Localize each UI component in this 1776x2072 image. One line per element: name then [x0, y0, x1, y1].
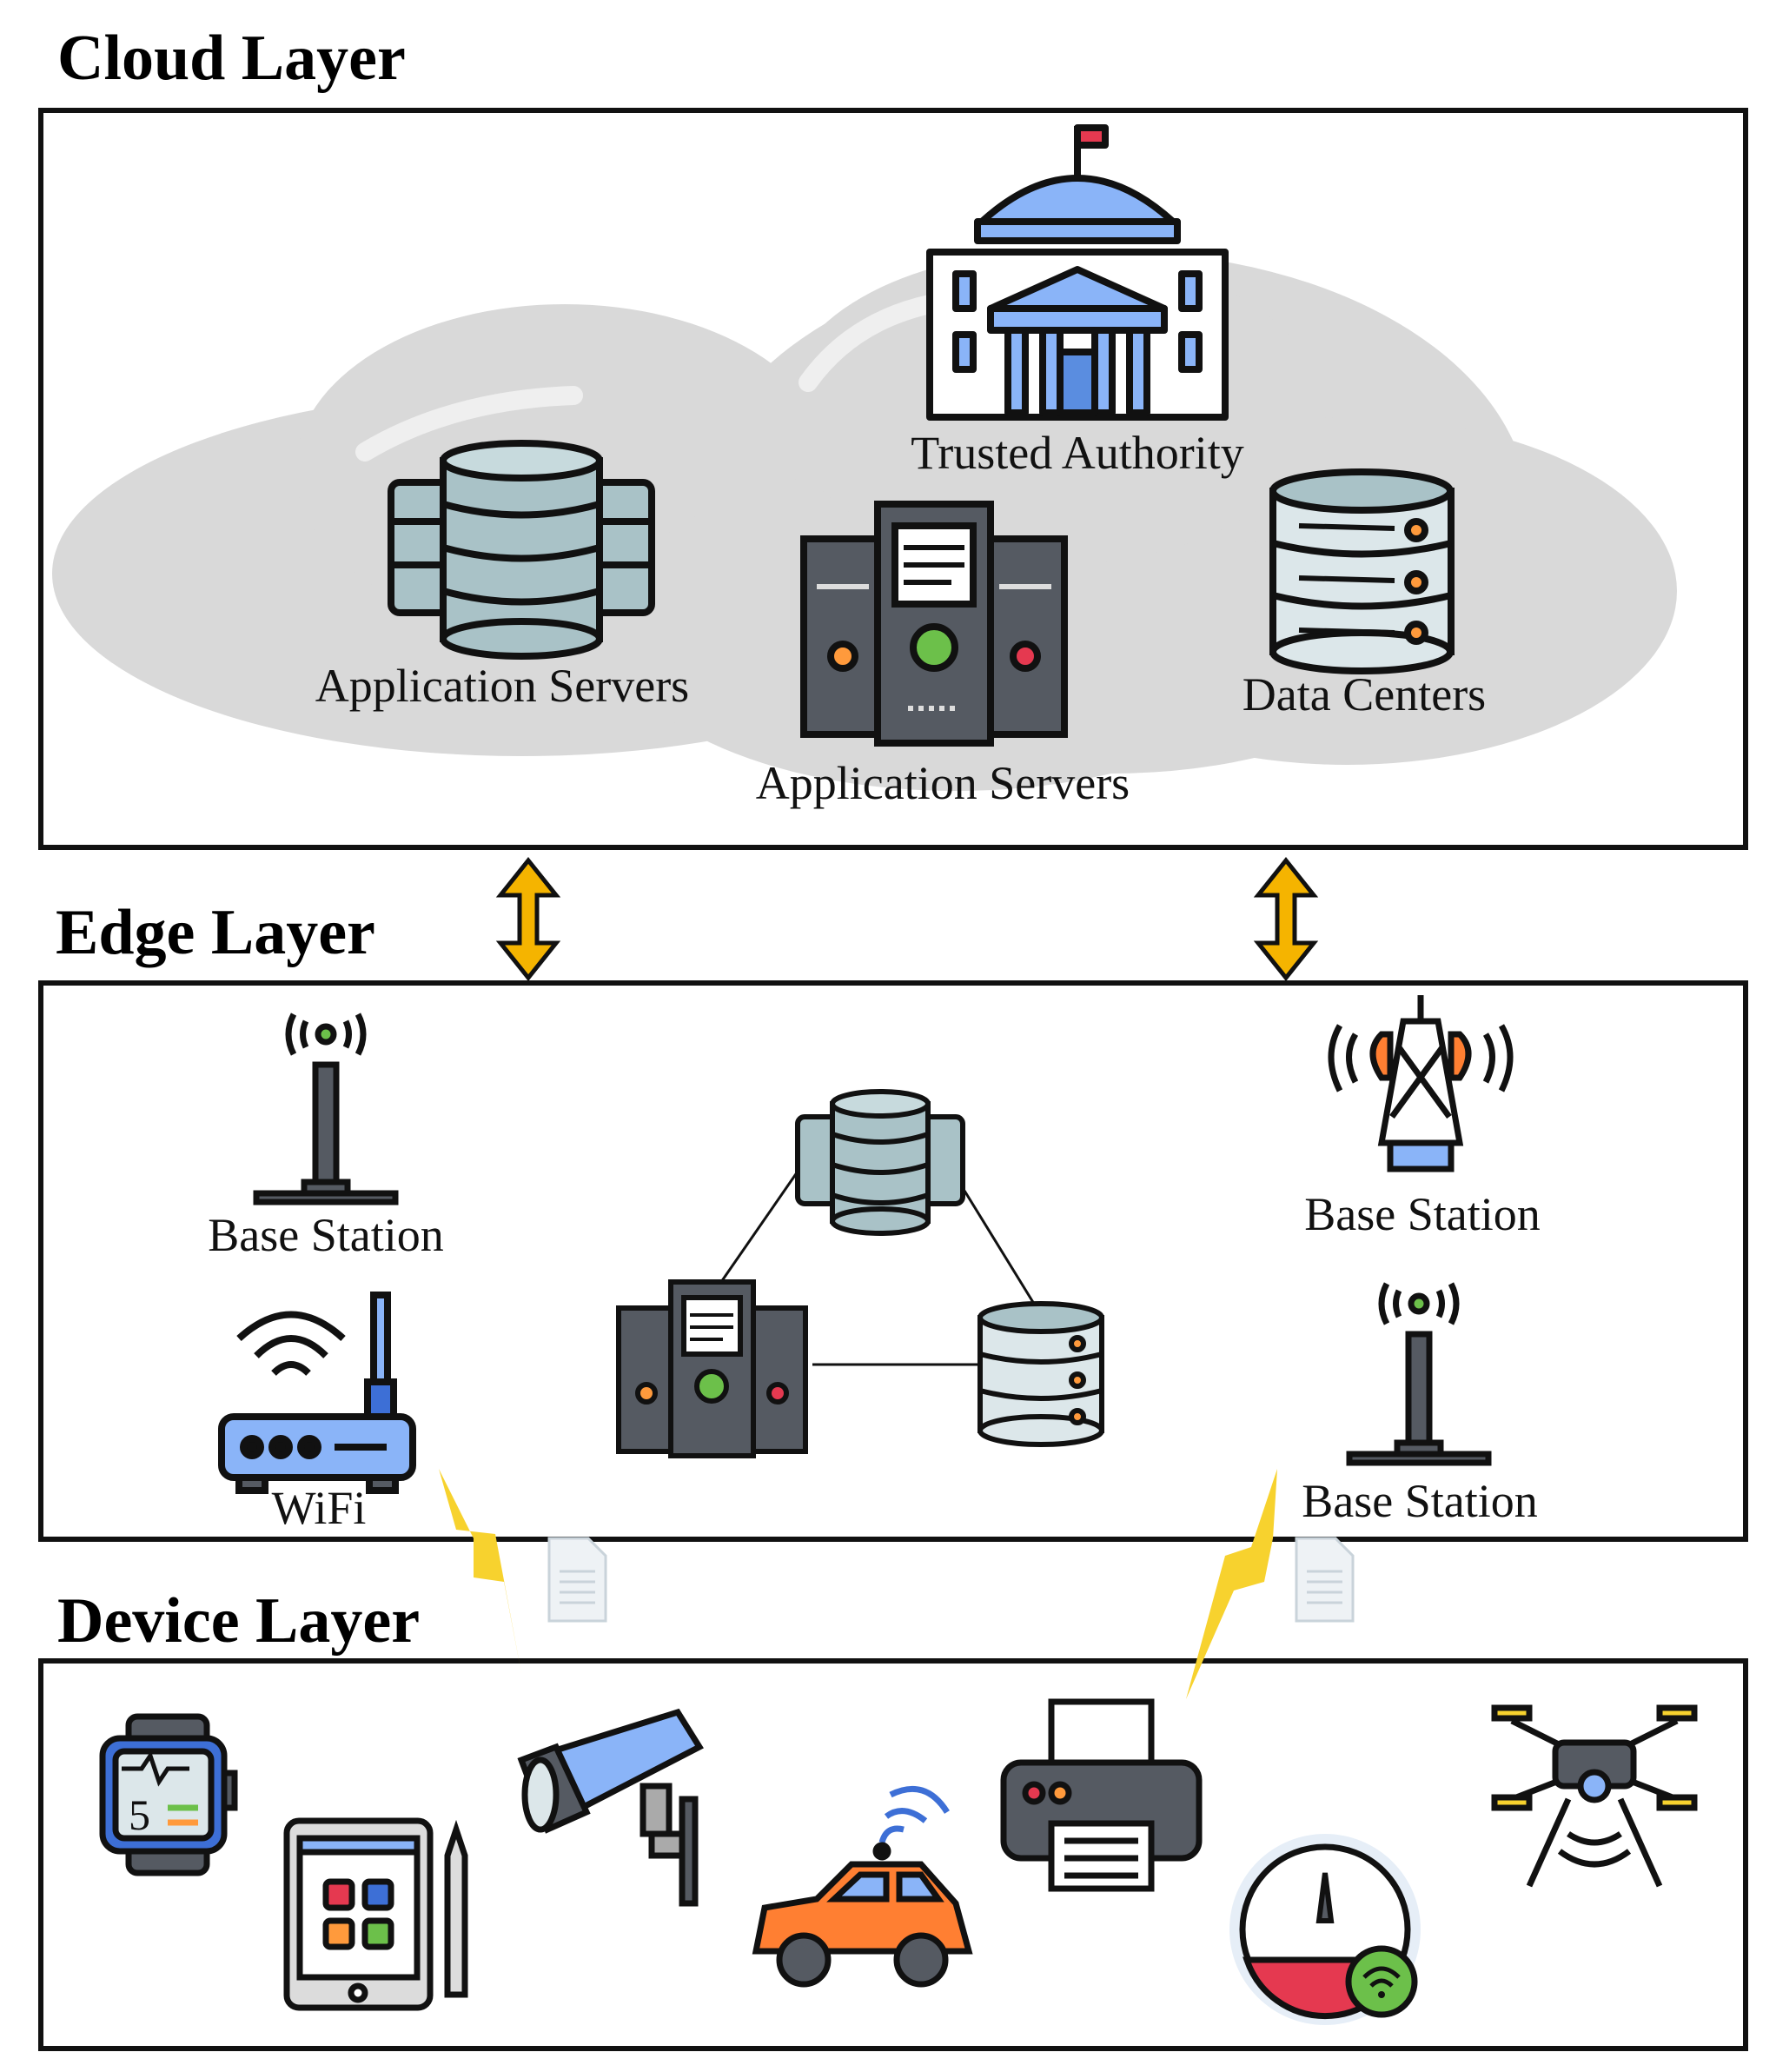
- wifi-router-icon: [218, 1292, 416, 1494]
- document-icon: [1295, 1537, 1355, 1623]
- lightning-icon: [439, 1469, 1277, 1699]
- wifi-label: WiFi: [271, 1482, 367, 1534]
- courthouse-icon: [926, 124, 1229, 421]
- cloud-layer-box: [38, 108, 1748, 850]
- base-station-tower-label: Base Station: [1304, 1188, 1541, 1240]
- database-cluster-icon: [388, 440, 655, 660]
- base-station-right-label: Base Station: [1302, 1475, 1538, 1527]
- smart-meter-icon: [1229, 1834, 1421, 2025]
- edge-network-links: [719, 1168, 1036, 1366]
- server-rack-icon: [800, 501, 1068, 747]
- edge-layer-box: [38, 980, 1748, 1542]
- device-layer-title: Device Layer: [57, 1585, 421, 1657]
- antenna-icon: [1346, 1282, 1492, 1466]
- device-layer-box: [38, 1658, 1748, 2051]
- svg-text:5: 5: [129, 1790, 150, 1839]
- data-center-icon: [1269, 468, 1455, 674]
- database-cluster-icon: [795, 1089, 965, 1236]
- drone-icon: [1491, 1704, 1698, 1888]
- security-camera-icon: [517, 1708, 704, 1907]
- base-station-left-label: Base Station: [208, 1209, 444, 1261]
- tablet-icon: [283, 1817, 468, 2011]
- bidirectional-arrow-icon: [495, 856, 1319, 982]
- application-servers-label-db: Application Servers: [315, 660, 690, 712]
- cloud-layer-title: Cloud Layer: [57, 23, 406, 94]
- server-rack-icon: [616, 1279, 808, 1458]
- edge-layer-title: Edge Layer: [56, 897, 375, 968]
- printer-icon: [1000, 1698, 1203, 1892]
- data-centers-label: Data Centers: [1242, 668, 1487, 721]
- document-icon: [547, 1537, 607, 1623]
- smartwatch-icon: 5: [99, 1713, 238, 1876]
- application-servers-label-rack: Application Servers: [755, 757, 1130, 809]
- trusted-authority-label: Trusted Authority: [911, 427, 1244, 479]
- cell-tower-icon: [1328, 995, 1514, 1172]
- connected-car-icon: [752, 1785, 973, 1988]
- antenna-icon: [253, 1013, 399, 1205]
- data-center-icon: [977, 1301, 1104, 1447]
